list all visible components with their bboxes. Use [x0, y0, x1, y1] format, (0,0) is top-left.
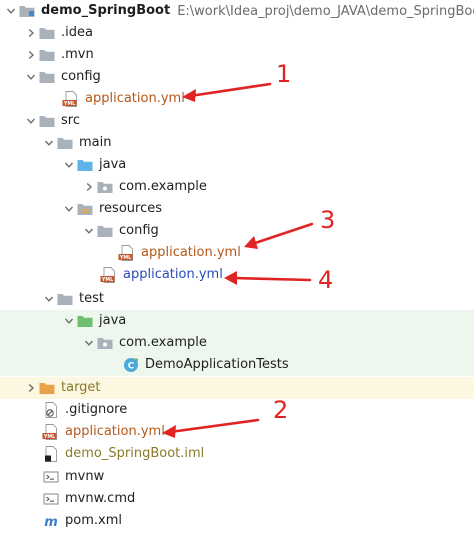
chevron-right-icon[interactable]: [82, 176, 96, 198]
chevron-down-icon[interactable]: [24, 110, 38, 132]
tree-node-label: application.yml: [65, 424, 165, 439]
chevron-down-icon[interactable]: [42, 132, 56, 154]
tree-node-resources-config-application-yml[interactable]: application.yml: [0, 242, 474, 264]
annotation-number-4: 4: [318, 266, 334, 294]
chevron-right-icon[interactable]: [24, 44, 38, 66]
chevron-down-icon[interactable]: [82, 332, 96, 354]
tree-node-java[interactable]: java: [0, 154, 474, 176]
chevron-down-icon[interactable]: [4, 0, 18, 22]
tree-node-label: DemoApplicationTests: [145, 357, 289, 372]
tree-node-label: resources: [99, 201, 163, 216]
source-folder-icon: [76, 156, 94, 174]
folder-icon: [96, 222, 114, 240]
tree-node-demo-application-tests[interactable]: DemoApplicationTests: [0, 354, 474, 376]
folder-icon: [38, 112, 56, 130]
tree-node-label: com.example: [119, 335, 207, 350]
tree-node-label: src: [61, 113, 80, 128]
tree-node-label: mvnw.cmd: [65, 491, 136, 506]
annotation-number-1: 1: [276, 60, 292, 88]
tree-node-label: application.yml: [85, 91, 185, 106]
tree-node-label: application.yml: [123, 267, 223, 282]
tree-node-iml[interactable]: demo_SpringBoot.iml: [0, 443, 474, 465]
tree-node-mvnw[interactable]: mvnw: [0, 466, 474, 488]
tree-node-label: test: [79, 291, 104, 306]
tree-node-test-com-example[interactable]: com.example: [0, 332, 474, 354]
tree-node-label: demo_SpringBoot.iml: [65, 446, 205, 461]
chevron-right-icon[interactable]: [24, 22, 38, 44]
tree-node-config[interactable]: config: [0, 66, 474, 88]
resources-folder-icon: [76, 200, 94, 218]
folder-icon: [56, 290, 74, 308]
tree-node-label: com.example: [119, 179, 207, 194]
tree-node-label: config: [61, 69, 101, 84]
package-icon: [96, 178, 114, 196]
yml-file-icon: [100, 266, 118, 284]
tree-node-label: java: [99, 313, 127, 328]
tree-node-config-application-yml[interactable]: application.yml: [0, 88, 474, 110]
project-folder-icon: [18, 2, 36, 20]
tree-node-root-application-yml[interactable]: application.yml: [0, 421, 474, 443]
test-source-folder-icon: [76, 312, 94, 330]
maven-icon: [42, 512, 60, 530]
annotation-number-3: 3: [320, 206, 336, 234]
tree-node-target[interactable]: target: [0, 377, 474, 399]
tree-node-resources-application-yml[interactable]: application.yml: [0, 264, 474, 286]
tree-node-src[interactable]: src: [0, 110, 474, 132]
tree-node-label: mvnw: [65, 469, 105, 484]
annotation-number-2: 2: [273, 396, 289, 424]
tree-node-com-example[interactable]: com.example: [0, 176, 474, 198]
folder-icon: [56, 134, 74, 152]
chevron-down-icon[interactable]: [24, 66, 38, 88]
tree-node-root[interactable]: demo_SpringBoot E:\work\Idea_proj\demo_J…: [0, 0, 474, 22]
tree-node-label: .gitignore: [65, 402, 128, 417]
package-icon: [96, 334, 114, 352]
folder-icon: [38, 68, 56, 86]
tree-node-resources-config[interactable]: config: [0, 220, 474, 242]
folder-icon: [38, 46, 56, 64]
tree-node-test-java[interactable]: java: [0, 310, 474, 332]
tree-node-label: java: [99, 157, 127, 172]
iml-file-icon: [42, 445, 60, 463]
tree-node-label: pom.xml: [65, 513, 122, 528]
tree-node-test[interactable]: test: [0, 288, 474, 310]
excluded-folder-icon: [38, 379, 56, 397]
tree-node-label: application.yml: [141, 245, 241, 260]
folder-icon: [38, 24, 56, 42]
yml-file-icon: [42, 423, 60, 441]
chevron-down-icon[interactable]: [42, 288, 56, 310]
tree-node-label: config: [119, 223, 159, 238]
chevron-down-icon[interactable]: [62, 198, 76, 220]
tree-node-label: main: [79, 135, 112, 150]
tree-node-gitignore[interactable]: .gitignore: [0, 399, 474, 421]
tree-node-mvn[interactable]: .mvn: [0, 44, 474, 66]
project-path: E:\work\Idea_proj\demo_JAVA\demo_SpringB…: [177, 3, 474, 19]
terminal-file-icon: [42, 490, 60, 508]
gitignore-file-icon: [42, 401, 60, 419]
tree-node-label: target: [61, 380, 101, 395]
chevron-down-icon[interactable]: [62, 154, 76, 176]
tree-node-resources[interactable]: resources: [0, 198, 474, 220]
tree-node-label: .idea: [61, 25, 93, 40]
tree-node-label: .mvn: [61, 47, 94, 62]
tree-node-pom-xml[interactable]: pom.xml: [0, 510, 474, 532]
yml-file-icon: [118, 244, 136, 262]
project-name: demo_SpringBoot: [41, 3, 171, 18]
yml-file-icon: [62, 90, 80, 108]
terminal-file-icon: [42, 468, 60, 486]
tree-node-mvnw-cmd[interactable]: mvnw.cmd: [0, 488, 474, 510]
test-class-icon: [122, 356, 140, 374]
tree-node-idea[interactable]: .idea: [0, 22, 474, 44]
chevron-down-icon[interactable]: [82, 220, 96, 242]
chevron-right-icon[interactable]: [24, 377, 38, 399]
chevron-down-icon[interactable]: [62, 310, 76, 332]
tree-node-main[interactable]: main: [0, 132, 474, 154]
